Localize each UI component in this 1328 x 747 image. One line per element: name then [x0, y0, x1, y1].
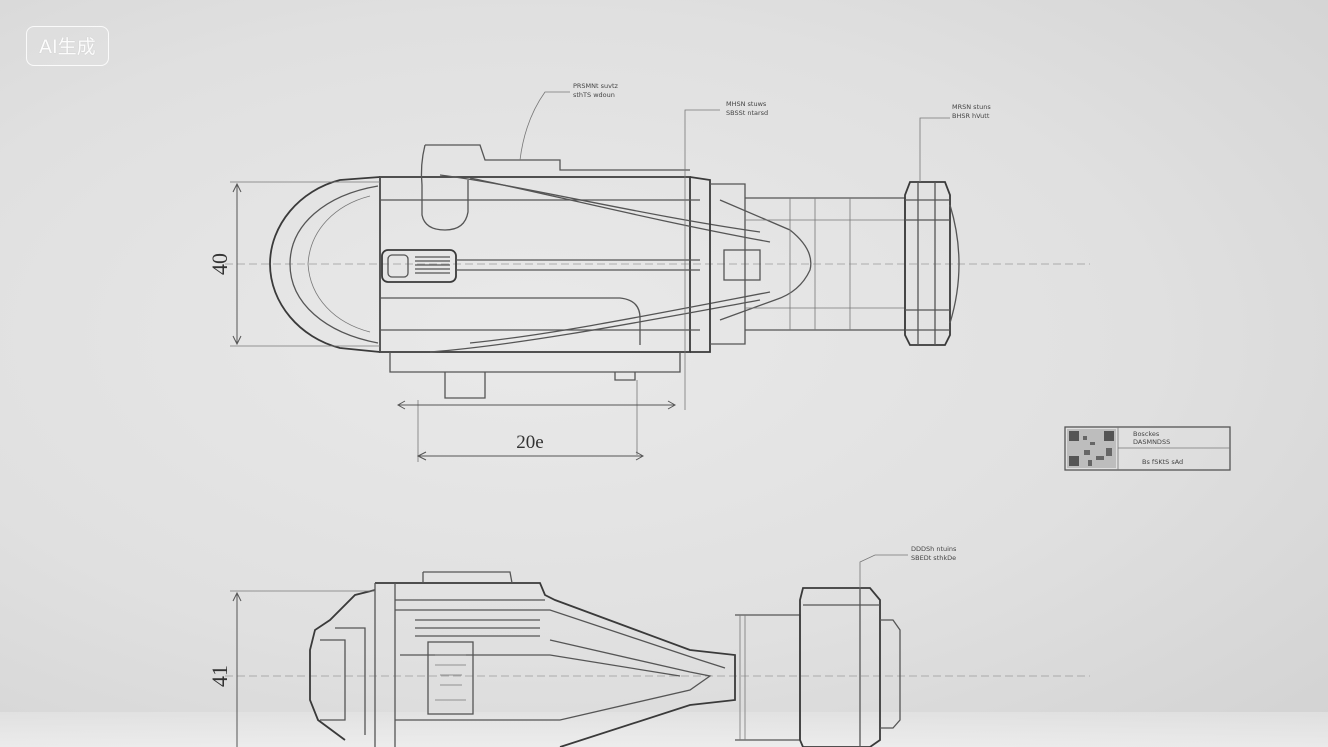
top-lens-ring: [904, 181, 951, 346]
callout-4-line-1: DDDSh ntuins: [911, 545, 957, 553]
bottom-lens-ring: [799, 587, 881, 747]
top-length-dim: 20e: [516, 432, 543, 453]
top-nose-inner: [289, 185, 379, 344]
bottom-height-dim: 41: [207, 665, 232, 687]
title-block-row-3: Bs fSKtS sAd: [1142, 458, 1183, 466]
bottom-view: 41: [207, 554, 1090, 747]
top-height-dim: 40: [207, 253, 232, 275]
top-view: 40 20e: [207, 91, 1090, 462]
callout-4-line-2: SBEDt sthkDe: [911, 554, 956, 562]
callout-3-line-2: BHSR hVutt: [952, 112, 990, 120]
callout-2: MHSN stuws SBSSt ntarsd: [726, 100, 768, 117]
top-slider-switch: [381, 249, 457, 283]
floor-reflection: [0, 712, 1328, 747]
qr-code-icon: [1067, 429, 1116, 468]
callout-4: DDDSh ntuins SBEDt sthkDe: [911, 545, 957, 562]
title-block-row-2: DASMNDSS: [1133, 438, 1170, 446]
callout-2-line-1: MHSN stuws: [726, 100, 767, 108]
bottom-label-plate: [427, 641, 474, 715]
callout-1: PRSMNt suvtz sthTS wdoun: [573, 82, 619, 99]
title-block-row-1: Bosckes: [1133, 430, 1160, 438]
top-nose-outline: [269, 176, 381, 353]
ai-generated-watermark: AI生成: [26, 26, 109, 66]
callout-1-line-2: sthTS wdoun: [573, 91, 615, 99]
callout-2-line-2: SBSSt ntarsd: [726, 109, 768, 117]
callout-1-line-1: PRSMNt suvtz: [573, 82, 619, 90]
title-block: Bosckes DASMNDSS Bs fSKtS sAd: [1064, 426, 1231, 471]
bottom-body-outline: [375, 582, 736, 747]
callout-3-line-1: MRSN stuns: [952, 103, 991, 111]
callout-3: MRSN stuns BHSR hVutt: [952, 103, 991, 120]
